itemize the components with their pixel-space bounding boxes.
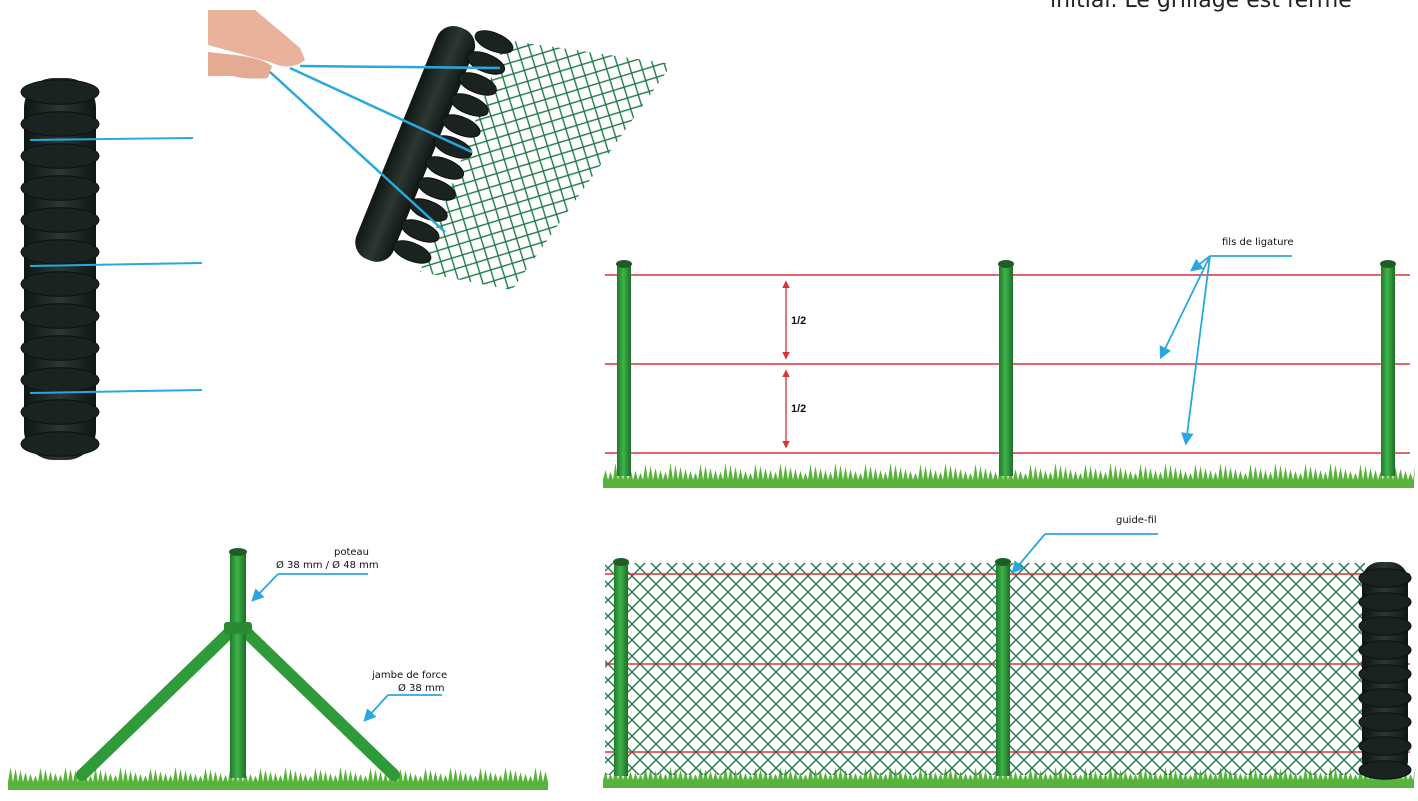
grass-strip	[8, 766, 551, 790]
roll-coil	[1358, 616, 1412, 636]
unrolling-illustration	[208, 10, 672, 290]
remaining-roll-bumps	[1358, 568, 1412, 780]
fence-post	[617, 264, 631, 476]
pull-wire	[289, 66, 473, 154]
partial-roll	[355, 25, 476, 262]
fence-post	[614, 562, 628, 776]
half-spacing-label: 1/2	[791, 403, 807, 415]
chain-link-mesh	[605, 563, 1365, 775]
roll-coil	[433, 135, 473, 159]
roll-coil	[1358, 640, 1412, 660]
roll-coil	[20, 431, 100, 457]
tie-wire	[29, 262, 203, 267]
main-post	[230, 552, 246, 778]
roll-coil	[20, 335, 100, 361]
finished-fence-illustration	[603, 533, 1416, 788]
roll-coil	[1358, 688, 1412, 708]
hand-upper	[208, 10, 305, 67]
step-caption: initial. Le grillage est fermé	[1050, 0, 1352, 13]
roll-coil-bumps	[20, 79, 100, 457]
grass-strip	[603, 766, 1416, 788]
callout-arrow	[251, 573, 279, 602]
roll-coil	[20, 367, 100, 393]
roll-coil	[425, 156, 465, 180]
mesh-roll	[24, 78, 96, 460]
roll-coil	[20, 239, 100, 265]
roll-coil	[20, 111, 100, 137]
ligature-wire-label: fils de ligature	[1222, 237, 1294, 248]
callout-arrow	[363, 694, 389, 722]
callout-arrow	[1159, 255, 1211, 360]
callout-arrow	[1190, 255, 1211, 272]
brace-clamp	[224, 622, 252, 634]
roll-coil	[474, 30, 514, 54]
post-label: poteau	[334, 547, 370, 558]
callout-arrow	[1011, 533, 1046, 574]
roll-coil	[20, 207, 100, 233]
posts-tension-wires-illustration	[603, 255, 1416, 488]
fence-post	[1381, 264, 1395, 476]
roll-coil	[392, 240, 432, 264]
brace-left	[76, 624, 238, 781]
brace-label: jambe de force	[372, 670, 448, 681]
roll-coil	[441, 114, 481, 138]
roll-coil	[20, 79, 100, 105]
pull-wire	[269, 71, 446, 233]
roll-coil	[20, 175, 100, 201]
fence-post	[996, 562, 1010, 776]
roll-coil	[1358, 592, 1412, 612]
hand-lower	[208, 52, 272, 79]
rolled-mesh-illustration	[20, 78, 203, 460]
roll-coil	[20, 271, 100, 297]
post-brace-illustration	[8, 548, 551, 790]
brace-right	[238, 624, 400, 781]
roll-coil	[400, 219, 440, 243]
post-diameter-label: Ø 38 mm / Ø 48 mm	[276, 560, 379, 571]
pull-wire	[299, 64, 501, 70]
brace-diameter-label: Ø 38 mm	[398, 683, 445, 694]
roll-coil	[1358, 736, 1412, 756]
roll-coil	[20, 399, 100, 425]
fence-post	[999, 264, 1013, 476]
roll-coil	[1358, 712, 1412, 732]
roll-coil	[417, 177, 456, 201]
roll-coil	[450, 93, 489, 117]
roll-coil	[1358, 760, 1412, 780]
tie-wire	[29, 389, 203, 394]
callout-arrow	[1181, 255, 1211, 446]
roll-coil	[1358, 568, 1412, 588]
roll-coil	[458, 72, 497, 96]
roll-coil	[20, 143, 100, 169]
wire-guide-label: guide-fil	[1116, 515, 1157, 526]
roll-coil	[1358, 664, 1412, 684]
roll-coil	[20, 303, 100, 329]
tie-wire	[29, 137, 194, 141]
roll-coil	[409, 198, 448, 222]
half-spacing-label: 1/2	[791, 315, 807, 327]
partial-roll-bumps	[392, 30, 514, 264]
